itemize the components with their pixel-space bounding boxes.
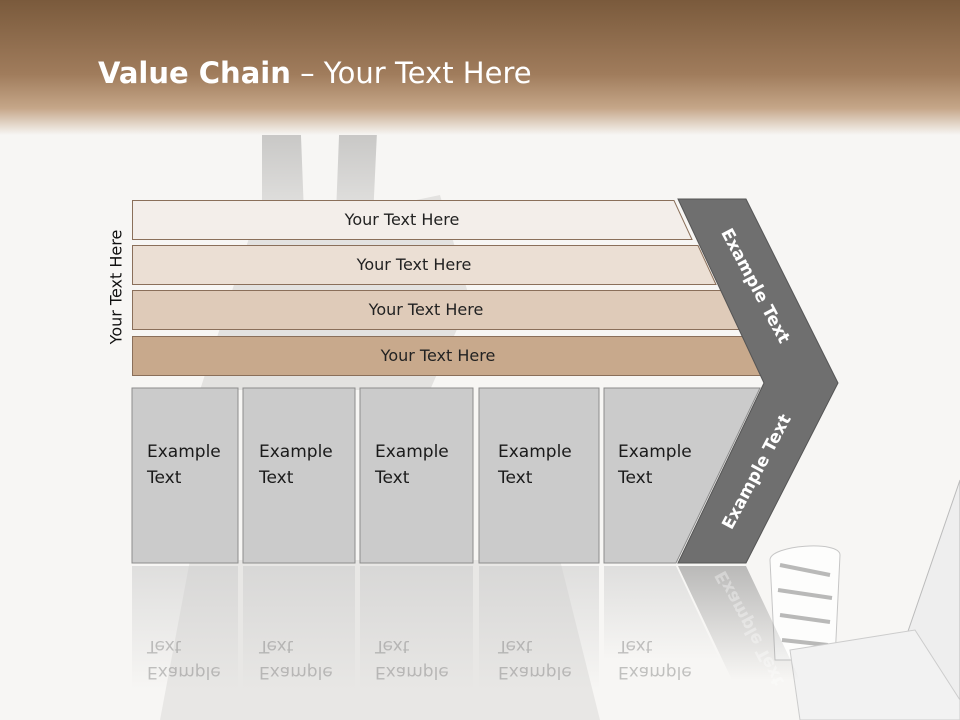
column-line2: Text [147,468,182,488]
column-box-3 [359,387,474,564]
column-reflection-4 [479,566,599,690]
band-4: Your Text Here [132,336,765,376]
column-reflection-5 [604,566,720,660]
band-label: Your Text Here [380,346,496,365]
column-label-reflection-2: Example Text [259,633,333,685]
column-reflection-3 [360,566,473,690]
column-line2: Text [375,468,410,488]
reflection-line1: Example [498,662,572,682]
band-2: Your Text Here [132,245,717,285]
column-line1: Example [147,442,221,462]
reflection-line2: Text [259,636,294,656]
title-bold: Value Chain [98,56,291,90]
column-line2: Text [259,468,294,488]
column-line2: Text [498,468,533,488]
column-label-reflection-5: Example Text [618,633,692,685]
column-box-1 [131,387,239,564]
slide-title: Value Chain – Your Text Here [98,56,532,90]
column-line1: Example [375,442,449,462]
reflection-line2: Text [498,636,533,656]
column-line1: Example [618,442,692,462]
reflection-line2: Text [618,636,653,656]
chevron-arrow [677,198,839,564]
column-label-reflection-4: Example Text [498,633,572,685]
band-label: Your Text Here [356,255,472,274]
title-rest: – Your Text Here [290,56,532,90]
column-line2: Text [618,468,653,488]
reflection-line1: Example [259,662,333,682]
column-box-5 [603,387,761,564]
band-label: Your Text Here [368,300,484,319]
band-label: Your Text Here [344,210,460,229]
header-band [0,0,960,135]
column-line1: Example [498,442,572,462]
band-1: Your Text Here [132,200,693,240]
column-reflection-1 [132,566,238,690]
chevron-reflection [678,566,800,680]
reflection-line1: Example [147,662,221,682]
column-line1: Example [259,442,333,462]
column-box-4 [478,387,600,564]
column-label-reflection-3: Example Text [375,633,449,685]
column-reflection-2 [243,566,355,690]
reflection-line1: Example [375,662,449,682]
column-box-2 [242,387,356,564]
reflection-line1: Example [618,662,692,682]
column-label-reflection-1: Example Text [147,633,221,685]
reflection-line2: Text [147,636,182,656]
reflection-line2: Text [375,636,410,656]
